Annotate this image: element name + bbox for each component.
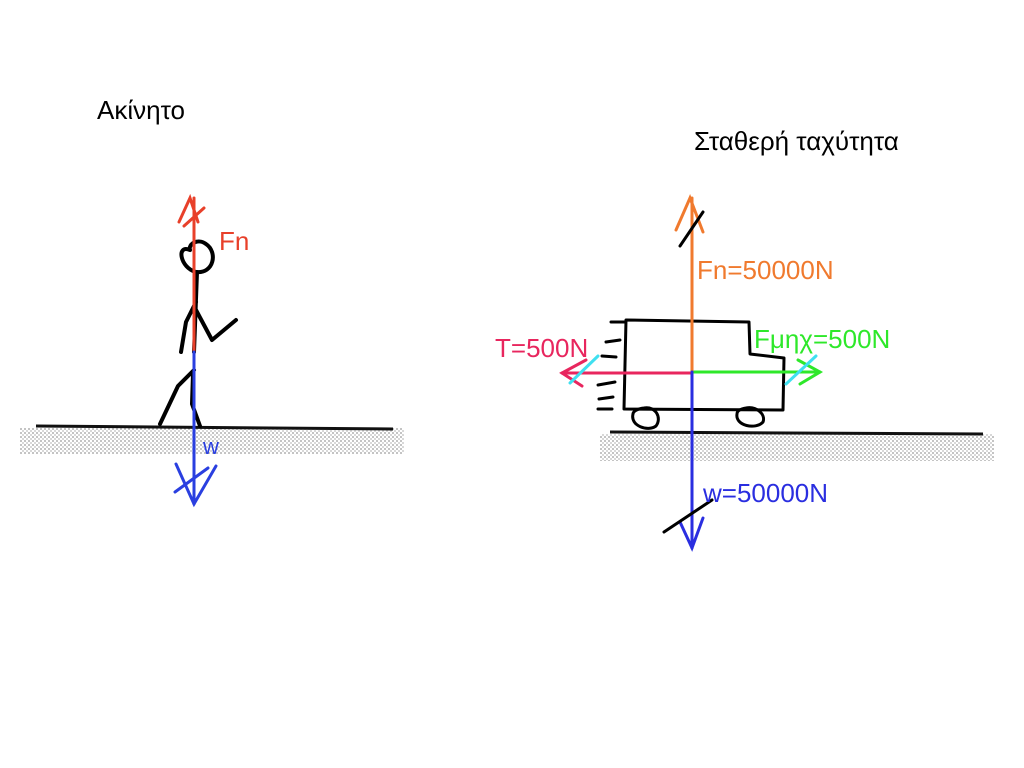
right-ground-texture bbox=[600, 434, 994, 461]
right-normal-force-label: Fn=50000N bbox=[697, 255, 834, 285]
right-weight-force-label: w=50000N bbox=[703, 478, 829, 508]
left-weight-tick bbox=[173, 466, 210, 494]
left-normal-force-label: Fn bbox=[219, 226, 250, 256]
right-normal-tick bbox=[678, 210, 705, 248]
engine-tick bbox=[784, 354, 818, 386]
motion-line bbox=[604, 338, 622, 344]
right-friction-force-arrow bbox=[559, 358, 694, 388]
left-weight-force-label: w bbox=[203, 434, 219, 459]
right-scene-title: Σταθερή ταχύτητα bbox=[694, 126, 899, 156]
stick-figure-arm-right bbox=[194, 308, 238, 342]
right-normal-force-arrow bbox=[674, 194, 705, 374]
stick-figure-leg-back bbox=[158, 368, 196, 426]
left-scene bbox=[20, 193, 404, 508]
truck-wheel-front bbox=[735, 406, 766, 428]
left-scene-title: Ακίνητο bbox=[97, 95, 185, 125]
stick-figure bbox=[158, 239, 238, 428]
right-weight-tick bbox=[662, 498, 714, 534]
left-weight-force-arrow bbox=[173, 350, 218, 508]
stick-figure-head bbox=[179, 239, 215, 275]
motion-line bbox=[597, 395, 615, 401]
truck-body bbox=[622, 318, 786, 412]
left-ground-line bbox=[35, 424, 394, 431]
right-engine-force-label: Fμηχ=500N bbox=[754, 324, 891, 354]
right-weight-force-arrow bbox=[662, 370, 714, 552]
left-ground-texture bbox=[20, 428, 404, 454]
motion-line bbox=[600, 354, 618, 359]
right-scene bbox=[559, 194, 994, 552]
truck-wheel-rear bbox=[631, 406, 660, 430]
truck bbox=[596, 318, 786, 430]
left-normal-force-arrow bbox=[177, 193, 206, 354]
right-friction-force-label: T=500N bbox=[495, 333, 589, 363]
friction-tick bbox=[568, 354, 600, 385]
right-ground-line bbox=[609, 430, 984, 436]
left-normal-tick bbox=[182, 206, 206, 228]
motion-line bbox=[596, 380, 617, 387]
